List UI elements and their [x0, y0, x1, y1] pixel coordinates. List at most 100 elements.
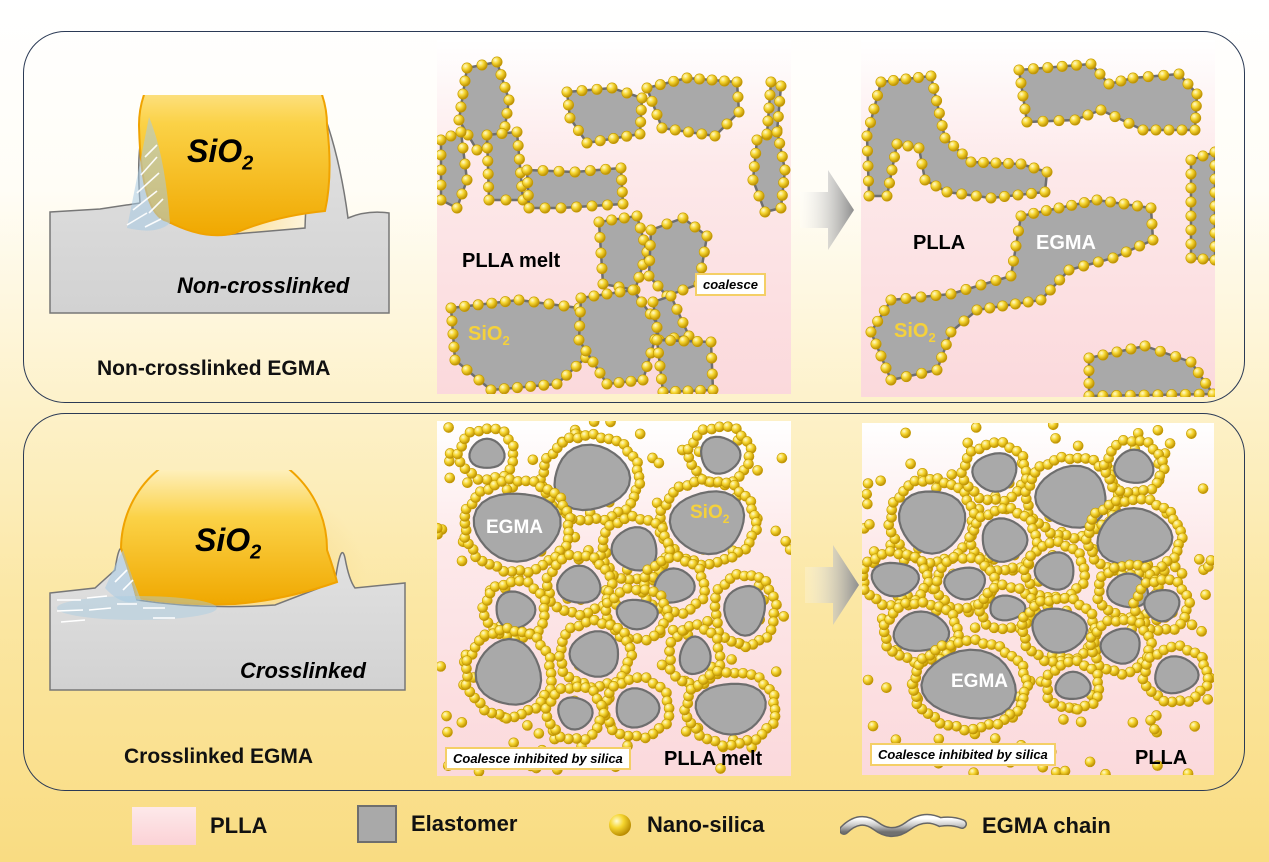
nano-silica-particle	[1131, 200, 1143, 212]
bottom-before-panel: EGMA SiO2 Coalesce inhibited by silica P…	[437, 421, 791, 776]
nano-silica-particle	[538, 379, 550, 391]
nano-silica-particle	[875, 350, 887, 362]
nano-silica-particle	[462, 477, 473, 489]
nano-silica-particle	[1071, 59, 1083, 71]
nano-silica-particle	[606, 214, 618, 226]
nano-silica-particle	[1163, 124, 1175, 136]
nano-silica-particle	[652, 280, 664, 292]
nano-silica-particle	[1170, 351, 1182, 363]
nano-silica-particle	[1120, 246, 1132, 258]
nano-silica-particle	[862, 160, 874, 172]
nano-silica-particle	[600, 163, 612, 175]
nano-silica-particle	[561, 86, 573, 98]
nano-silica-particle	[975, 279, 987, 291]
nano-silica-particle	[1059, 765, 1071, 775]
nano-silica-particle	[1072, 704, 1083, 715]
nano-silica-particle	[689, 221, 701, 233]
elastomer-label: EGMA	[486, 517, 543, 538]
nano-silica-particle	[537, 165, 549, 177]
elastomer-domain	[989, 594, 1027, 622]
nano-silica-particle	[1185, 196, 1197, 208]
elastomer-domain	[943, 566, 987, 601]
elastomer-domain	[610, 526, 658, 572]
nano-silica-particle	[1118, 198, 1130, 210]
nano-silica-particle	[900, 293, 912, 305]
filler-label: SiO2	[894, 320, 936, 345]
nano-silica-particle	[970, 423, 982, 433]
top-before-panel: PLLA melt SiO2 coalesce	[437, 40, 791, 394]
nano-silica-particle	[715, 763, 726, 774]
nano-silica-particle	[476, 59, 488, 71]
nano-silica-particle	[569, 166, 581, 178]
nano-silica-particle	[930, 180, 942, 192]
nano-silica-particle	[496, 128, 508, 140]
nano-silica-particle	[522, 720, 533, 731]
legend-label: EGMA chain	[982, 813, 1111, 838]
nano-silica-particle	[917, 597, 929, 608]
nano-silica-particle	[632, 672, 643, 684]
nano-silica-particle	[521, 164, 533, 176]
nano-silica-particle	[651, 109, 663, 121]
nano-silica-particle	[576, 85, 588, 97]
nano-silica-particle	[1191, 88, 1203, 100]
nano-silica-particle	[527, 454, 539, 466]
nano-silica-particle	[1008, 255, 1020, 267]
nano-silica-particle	[1182, 78, 1194, 90]
nano-silica-particle	[748, 161, 760, 173]
nano-silica-particle	[1063, 656, 1074, 668]
nano-silica-particle	[705, 336, 717, 348]
nano-silica-particle	[709, 130, 721, 142]
nano-silica-particle	[486, 297, 498, 309]
nano-silica-particle	[1035, 294, 1047, 306]
nano-silica-particle	[931, 575, 943, 587]
nano-silica-particle	[617, 198, 629, 210]
nano-silica-particle	[714, 651, 726, 662]
nano-silica-particle	[775, 80, 787, 92]
nano-silica-particle	[1003, 158, 1015, 170]
nano-silica-particle	[1086, 608, 1098, 620]
nano-silica-particle	[1009, 298, 1021, 310]
nano-silica-particle	[1150, 124, 1162, 136]
nano-silica-particle	[644, 239, 656, 251]
nano-silica-particle	[1189, 124, 1201, 136]
nano-silica-particle	[928, 82, 940, 94]
nano-silica-particle	[634, 128, 646, 140]
nano-silica-particle	[634, 478, 646, 490]
nano-silica-particle	[1185, 182, 1197, 194]
nano-silica-particle	[931, 95, 943, 107]
nano-silica-particle	[1194, 554, 1205, 565]
nano-silica-particle	[970, 190, 982, 202]
nano-silica-particle	[695, 385, 706, 394]
nano-silica-particle	[483, 181, 495, 193]
nano-silica-particle	[1137, 124, 1149, 136]
elastomer-domain	[898, 490, 967, 555]
nano-silica-particle	[621, 87, 633, 99]
nano-silica-particle	[1012, 189, 1024, 201]
elastomer-domain	[981, 517, 1029, 563]
nano-silica-particle	[761, 128, 773, 140]
process-arrow-bottom	[805, 545, 860, 630]
nano-silica-particle	[1127, 717, 1139, 728]
nano-silica-particle	[459, 158, 471, 170]
nano-silica-particle	[1185, 252, 1197, 264]
nano-silica-particle	[564, 112, 576, 124]
nano-silica-particle	[564, 549, 575, 561]
nano-silica-particle	[1197, 150, 1209, 162]
nano-silica-particle	[625, 375, 637, 387]
nano-silica-particle	[459, 300, 471, 312]
nano-silica-particle	[706, 368, 718, 380]
nano-silica-particle	[1042, 62, 1054, 74]
nano-silica-particle	[779, 164, 791, 176]
nano-silica-particle	[1146, 218, 1158, 230]
filler-label: SiO2	[690, 502, 730, 526]
nano-silica-particle	[888, 151, 900, 163]
nano-silica-particle	[558, 300, 570, 312]
nano-silica-particle	[553, 165, 565, 177]
nano-silica-particle	[885, 294, 897, 306]
nano-silica-particle	[605, 421, 616, 428]
nano-silica-particle	[905, 458, 916, 470]
nano-silica-particle	[483, 194, 495, 206]
nano-silica-particle	[1100, 768, 1111, 775]
nano-silica-particle	[862, 498, 873, 510]
nano-silica-particle	[770, 666, 782, 678]
